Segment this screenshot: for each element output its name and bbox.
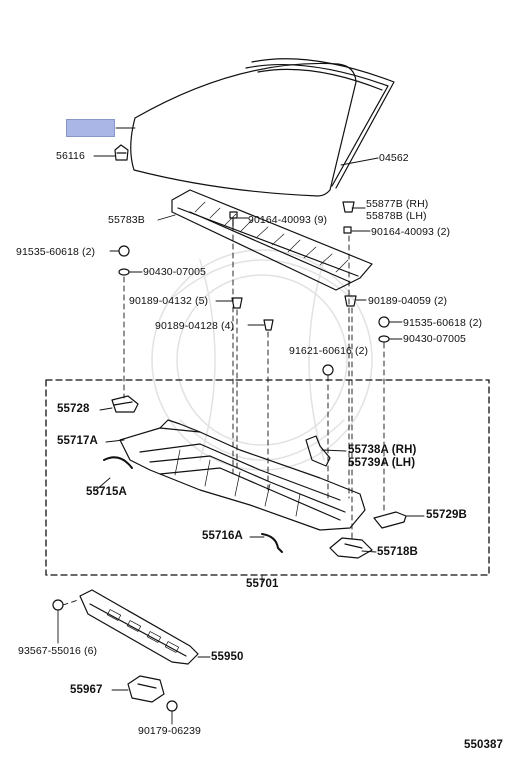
label-04562[interactable]: 04562 xyxy=(379,152,409,164)
label-90189-04132[interactable]: 90189-04132 (5) xyxy=(129,295,209,307)
label-90430-left[interactable]: 90430-07005 xyxy=(143,266,206,278)
diagram-code: 550387 xyxy=(464,739,503,751)
label-55877b[interactable]: 55877B (RH) xyxy=(366,198,429,210)
screw-93567 xyxy=(52,599,64,611)
bracket-55738a xyxy=(305,435,331,467)
cowl-panel-assembly xyxy=(119,419,366,531)
watermark-emblem xyxy=(151,249,373,471)
grommet-91535-left xyxy=(118,245,130,257)
label-90189-04128[interactable]: 90189-04128 (4) xyxy=(155,320,235,332)
label-55715a[interactable]: 55715A xyxy=(86,486,127,498)
clip-90189-04132 xyxy=(231,297,243,309)
seal-55715a xyxy=(103,456,133,469)
label-55729b[interactable]: 55729B xyxy=(426,509,467,521)
label-90430-right[interactable]: 90430-07005 xyxy=(403,333,466,345)
bracket-55729b xyxy=(373,511,407,529)
fastener-90164-right xyxy=(343,226,352,234)
clip-56116 xyxy=(114,144,129,161)
clip-55877b xyxy=(342,201,355,213)
nut-90179 xyxy=(166,700,178,712)
label-90164-9[interactable]: 90164-40093 (9) xyxy=(248,214,328,226)
bracket-55728 xyxy=(111,395,139,413)
label-90189-04059[interactable]: 90189-04059 (2) xyxy=(368,295,448,307)
clip-90189-04128 xyxy=(263,319,274,331)
label-90179[interactable]: 90179-06239 xyxy=(138,725,201,737)
label-55738a[interactable]: 55738A (RH) xyxy=(348,444,417,456)
cowl-panel-55950 xyxy=(79,589,199,665)
label-55878b[interactable]: 55878B (LH) xyxy=(366,210,427,222)
label-91535-left[interactable]: 91535-60618 (2) xyxy=(16,246,96,258)
label-55718b[interactable]: 55718B xyxy=(377,546,418,558)
alignment-lines xyxy=(62,225,385,606)
grommet-91535-right xyxy=(378,316,390,328)
label-55716a[interactable]: 55716A xyxy=(202,530,243,542)
bracket-55967 xyxy=(127,675,165,703)
label-91535-right[interactable]: 91535-60618 (2) xyxy=(403,317,483,329)
label-91621[interactable]: 91621-60616 (2) xyxy=(289,345,369,357)
grommet-91621 xyxy=(322,364,334,376)
fastener-90164-left xyxy=(229,211,238,227)
label-55950[interactable]: 55950 xyxy=(211,651,244,663)
cowl-louver-55783b xyxy=(171,189,373,291)
label-55717a[interactable]: 55717A xyxy=(57,435,98,447)
windshield-glass xyxy=(130,58,395,197)
nut-90430-left xyxy=(118,268,130,276)
hose-55716a xyxy=(261,533,283,553)
label-55783b[interactable]: 55783B xyxy=(108,214,145,226)
nut-90430-right xyxy=(378,335,390,343)
label-55701[interactable]: 55701 xyxy=(246,578,279,590)
label-55739a[interactable]: 55739A (LH) xyxy=(348,457,416,469)
highlighted-part-marker[interactable] xyxy=(66,119,115,137)
label-90164-2[interactable]: 90164-40093 (2) xyxy=(371,226,451,238)
bracket-55718b xyxy=(329,537,373,559)
assembly-frame-55701 xyxy=(45,379,490,576)
label-93567[interactable]: 93567-55016 (6) xyxy=(18,645,98,657)
clip-90189-04059 xyxy=(344,295,357,307)
label-55728[interactable]: 55728 xyxy=(57,403,90,415)
label-55967[interactable]: 55967 xyxy=(70,684,103,696)
label-56116[interactable]: 56116 xyxy=(56,150,85,162)
